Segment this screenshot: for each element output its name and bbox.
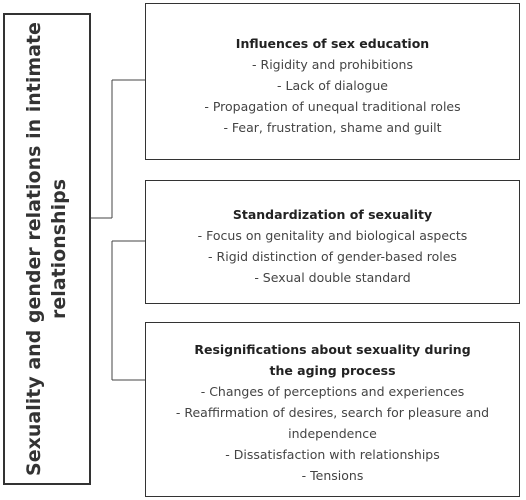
category-item-list: - Changes of perceptions and experiences…	[146, 381, 519, 486]
category-item: - Lack of dialogue	[277, 78, 388, 93]
category-box-standardization: Standardization of sexuality - Focus on …	[145, 180, 520, 304]
category-title: Influences of sex education	[235, 36, 430, 51]
category-title: Standardization of sexuality	[232, 207, 433, 222]
category-item: - Tensions	[301, 468, 364, 483]
category-title: Resignifications about sexuality during …	[194, 342, 471, 378]
category-box-resignifications: Resignifications about sexuality during …	[145, 322, 520, 497]
category-item: - Propagation of unequal traditional rol…	[204, 99, 461, 114]
category-item-list: - Focus on genitality and biological asp…	[146, 225, 519, 288]
category-item: - Reaffirmation of desires, search for p…	[175, 405, 490, 441]
category-item: - Sexual double standard	[254, 270, 411, 285]
category-item: - Rigid distinction of gender-based role…	[208, 249, 457, 264]
category-item: - Focus on genitality and biological asp…	[197, 228, 468, 243]
category-box-sex-education: Influences of sex education - Rigidity a…	[145, 3, 520, 160]
category-item: - Fear, frustration, shame and guilt	[223, 120, 442, 135]
category-item: - Changes of perceptions and experiences	[200, 384, 465, 399]
category-item: - Dissatisfaction with relationships	[225, 447, 440, 462]
category-item-list: - Rigidity and prohibitions - Lack of di…	[146, 54, 519, 138]
root-concept-box: Sexuality and gender relations in intima…	[3, 13, 91, 485]
category-item: - Rigidity and prohibitions	[252, 57, 413, 72]
